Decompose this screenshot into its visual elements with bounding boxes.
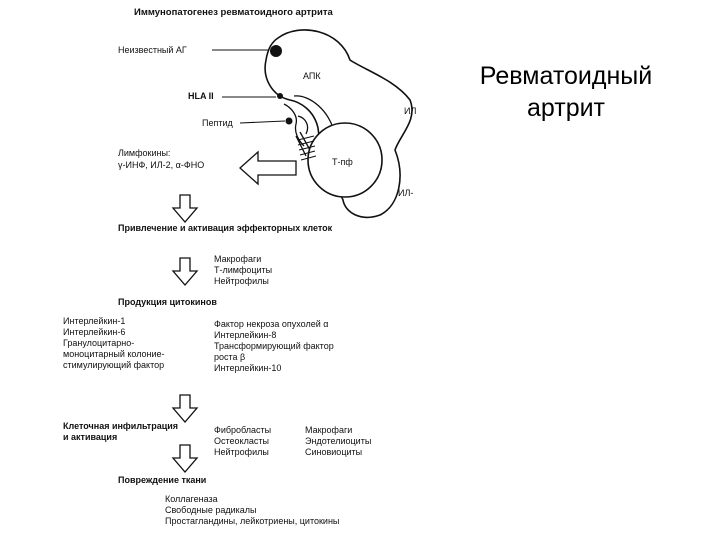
hla-dot: [277, 93, 283, 99]
infiltrating-cell: Фибробласты: [214, 425, 271, 436]
label-apc: АПК: [303, 71, 321, 82]
label-lymphokines-title: Лимфокины:: [118, 148, 170, 159]
diagram-heading: Иммунопатогенез ревматоидного артрита: [134, 7, 333, 18]
cytokine-item: моноцитарный колоние-: [63, 349, 165, 360]
stage1-title: Привлечение и активация эффекторных клет…: [118, 223, 332, 234]
stage3-title: Клеточная инфильтрация и активация: [63, 421, 178, 443]
down-arrow-1: [173, 195, 197, 222]
label-hla: HLA II: [188, 91, 214, 102]
stage1-cell: Макрофаги: [214, 254, 272, 265]
label-unknown-antigen: Неизвестный АГ: [118, 45, 187, 56]
cytokine-item: Гранулоцитарно-: [63, 338, 165, 349]
cytokine-item: Интерлейкин-10: [214, 363, 334, 374]
slide-title-line1: Ревматоидный: [446, 60, 686, 92]
down-arrow-4: [173, 445, 197, 472]
infiltrating-cell: Макрофаги: [305, 425, 371, 436]
cytokine-item: Интерлейкин-8: [214, 330, 334, 341]
lymphokines-arrow: [240, 152, 296, 184]
cytokine-item: Интерлейкин-1: [63, 316, 165, 327]
stage1-cell-list: Макрофаги Т-лимфоциты Нейтрофилы: [214, 254, 272, 287]
label-il-top: ИЛ: [404, 106, 416, 117]
stage2-right-list: Фактор некроза опухолей α Интерлейкин-8 …: [214, 319, 334, 374]
cytokine-item: стимулирующий фактор: [63, 360, 165, 371]
down-arrow-2: [173, 258, 197, 285]
slide-title-line2: артрит: [446, 92, 686, 124]
label-pointers: [212, 50, 285, 123]
stage4-list: Коллагеназа Свободные радикалы Простагла…: [165, 494, 339, 527]
cytokine-item: Трансформирующий фактор: [214, 341, 334, 352]
infiltrating-cell: Синовиоциты: [305, 447, 371, 458]
label-lymphokines-list: γ-ИНФ, ИЛ-2, α-ФНО: [118, 160, 204, 171]
damage-mediator: Коллагеназа: [165, 494, 339, 505]
cytokine-item: Интерлейкин-6: [63, 327, 165, 338]
damage-mediator: Свободные радикалы: [165, 505, 339, 516]
peptide-dot: [286, 118, 293, 125]
down-arrow-3: [173, 395, 197, 422]
stage3-col1: Фибробласты Остеокласты Нейтрофилы: [214, 425, 271, 458]
slide-title: Ревматоидный артрит: [446, 60, 686, 124]
stage1-cell: Нейтрофилы: [214, 276, 272, 287]
infiltrating-cell: Остеокласты: [214, 436, 271, 447]
label-t-helper: Т-пф: [332, 157, 353, 168]
infiltrating-cell: Эндотелиоциты: [305, 436, 371, 447]
stage3-title-line1: Клеточная инфильтрация: [63, 421, 178, 432]
stage2-title: Продукция цитокинов: [118, 297, 217, 308]
damage-mediator: Простагландины, лейкотриены, цитокины: [165, 516, 339, 527]
antigen-dot: [270, 45, 282, 57]
label-il-bottom: ИЛ-: [398, 188, 413, 199]
stage1-cell: Т-лимфоциты: [214, 265, 272, 276]
cytokine-item: Фактор некроза опухолей α: [214, 319, 334, 330]
cytokine-item: роста β: [214, 352, 334, 363]
stage3-title-line2: и активация: [63, 432, 178, 443]
infiltrating-cell: Нейтрофилы: [214, 447, 271, 458]
stage2-left-list: Интерлейкин-1 Интерлейкин-6 Гранулоцитар…: [63, 316, 165, 371]
label-peptide: Пептид: [202, 118, 233, 129]
stage3-col2: Макрофаги Эндотелиоциты Синовиоциты: [305, 425, 371, 458]
stage4-title: Повреждение ткани: [118, 475, 206, 486]
